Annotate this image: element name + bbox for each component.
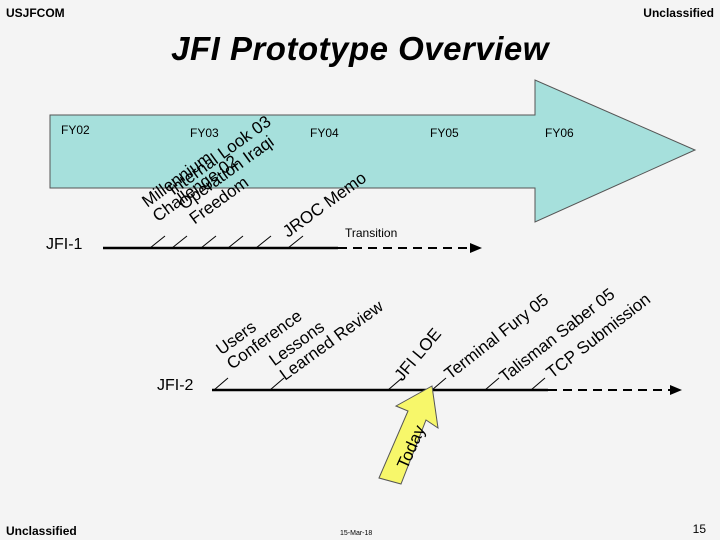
jfi2-arrowhead xyxy=(670,385,682,395)
fy-label-2: FY03 xyxy=(190,126,219,140)
tick xyxy=(269,377,285,391)
timeline-arrow xyxy=(49,79,697,223)
jfi1-label: JFI-1 xyxy=(46,236,83,253)
fy-label-1: FY02 xyxy=(61,123,90,137)
tick xyxy=(255,235,272,249)
tick xyxy=(227,235,244,249)
jfi1-arrowhead xyxy=(470,243,482,253)
footer-classification: Unclassified xyxy=(6,524,77,538)
header-left-org: USJFCOM xyxy=(6,6,65,20)
jfi2-label: JFI-2 xyxy=(157,377,194,394)
tick xyxy=(287,235,304,249)
today-arrow: Today xyxy=(378,385,439,485)
tick xyxy=(171,235,188,249)
fy-label-5: FY06 xyxy=(545,126,574,140)
tick xyxy=(213,377,229,391)
tick xyxy=(149,235,166,249)
tick xyxy=(431,377,447,391)
fy-label-3: FY04 xyxy=(310,126,339,140)
milestone-terminal-fury: Terminal Fury 05 xyxy=(441,290,552,383)
fy-label-4: FY05 xyxy=(430,126,459,140)
page-number: 15 xyxy=(692,522,706,536)
tick xyxy=(200,235,217,249)
slide-title: JFI Prototype Overview xyxy=(171,30,549,67)
milestone-jfi-loe: JFI LOE xyxy=(391,325,446,385)
header-classification: Unclassified xyxy=(643,6,714,20)
jfi1-transition-label: Transition xyxy=(345,226,397,240)
tick xyxy=(387,377,403,391)
tick xyxy=(530,377,546,391)
tick xyxy=(484,377,500,391)
footer-date: 15-Mar-18 xyxy=(340,530,373,537)
